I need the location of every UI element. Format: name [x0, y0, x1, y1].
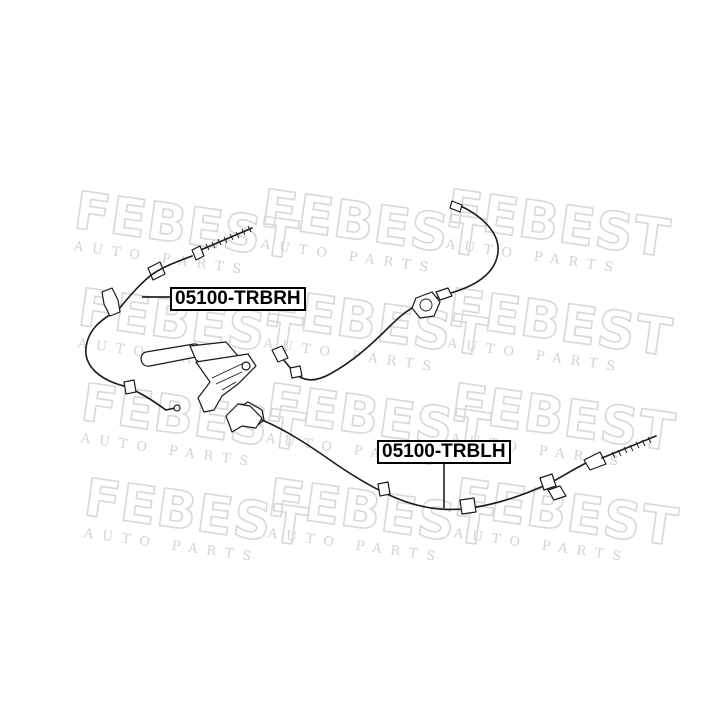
lever-body — [195, 353, 257, 413]
front-cable-spring — [289, 365, 303, 379]
cable-lh-clip-1 — [377, 481, 391, 497]
part-label-rh: 05100-TRBRH — [170, 287, 306, 311]
lever-pivot — [241, 361, 251, 371]
watermark-layer: FEBEST AUTO PARTS FEBEST AUTO PARTS FEBE… — [70, 178, 683, 565]
cable-rh — [85, 225, 253, 412]
front-cable-lever-end — [271, 345, 289, 363]
cable-lh-bracket-end — [547, 485, 567, 501]
equalizer-fitting — [411, 291, 441, 319]
watermark-tile: FEBEST AUTO PARTS — [442, 178, 675, 276]
front-cable-wire — [281, 203, 499, 381]
cable-rh-bracket — [101, 287, 121, 317]
front-cable-end — [449, 200, 463, 213]
front-cable — [271, 200, 499, 381]
lever-ratchet — [211, 361, 247, 391]
cable-lh-threaded-end — [601, 435, 657, 459]
part-label-lh: 05100-TRBLH — [377, 440, 511, 464]
cable-lh-end-fitting — [583, 451, 607, 471]
cable-lh-thread-marks — [611, 436, 652, 459]
equalizer-ring — [419, 298, 433, 312]
cable-rh-threaded-end — [195, 227, 253, 253]
front-cable-clip — [435, 287, 453, 301]
cable-rh-grommet — [123, 379, 137, 395]
cable-lh-clip-3 — [539, 473, 557, 491]
cable-rh-end-nipple — [173, 404, 181, 412]
cable-lh-clip-2 — [459, 497, 477, 515]
cable-lh-bracket — [225, 403, 263, 433]
cable-rh-end-fitting — [191, 245, 205, 261]
cable-rh-thread-marks — [205, 225, 252, 251]
cable-lh — [225, 403, 657, 515]
